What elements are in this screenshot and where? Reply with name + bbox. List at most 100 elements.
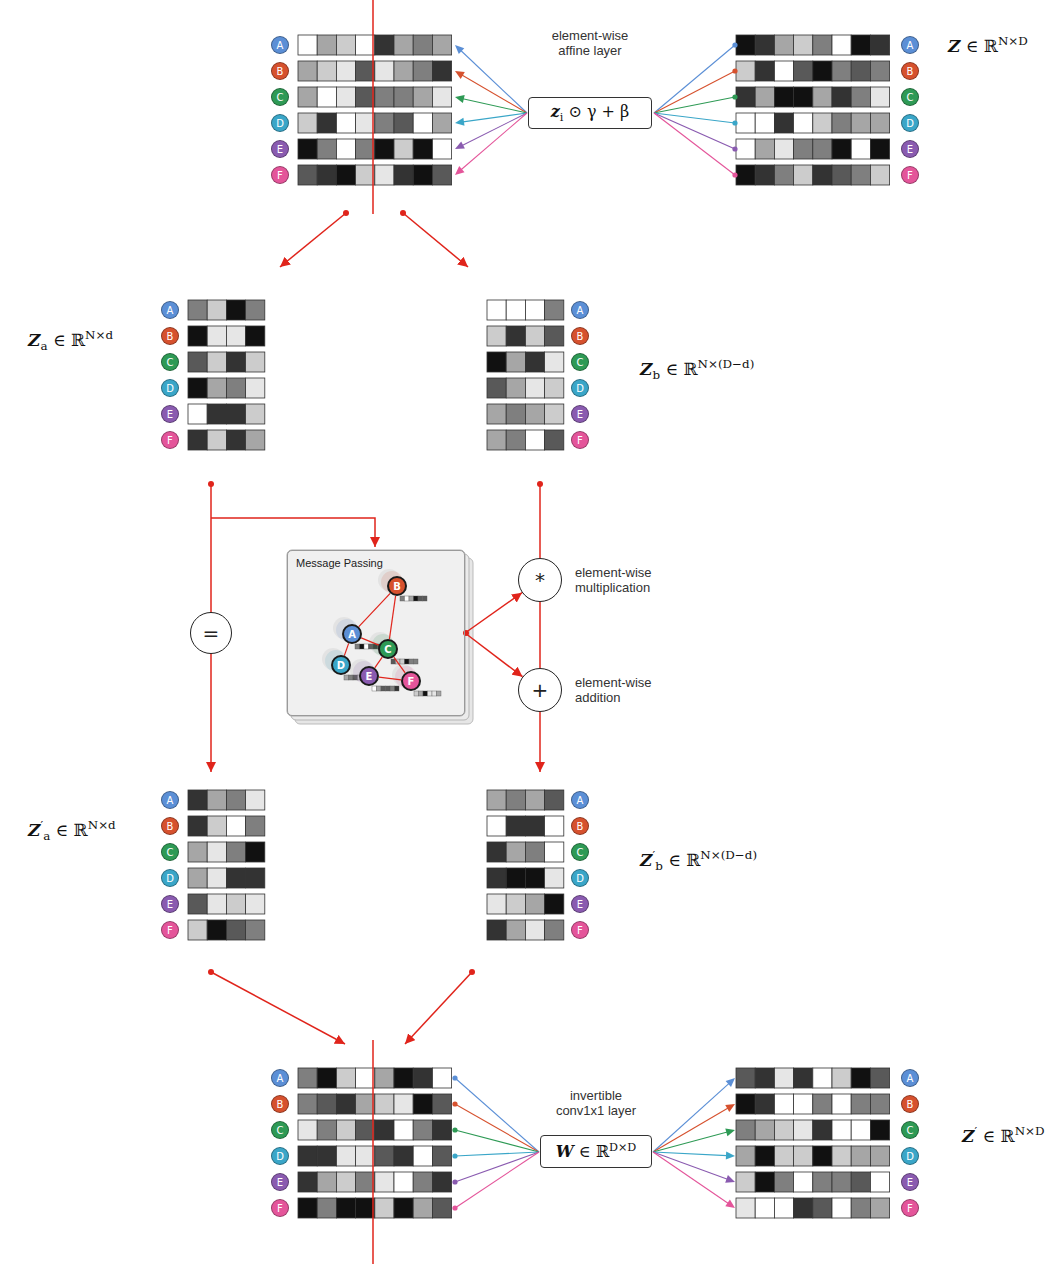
- feature-bar: [360, 644, 365, 649]
- arrow-head: [455, 141, 465, 149]
- matrix-cell: [188, 920, 207, 940]
- row-label-circle: D: [571, 379, 589, 397]
- matrix-cell: [336, 35, 355, 55]
- matrix-cell: [356, 139, 375, 159]
- split-line: [372, 1040, 374, 1264]
- matrix-cell: [813, 61, 832, 81]
- matrix-cell: [870, 113, 889, 133]
- dot: [400, 210, 406, 216]
- row-arrow: [654, 113, 735, 175]
- math-part: ∈ ℝ: [48, 330, 86, 350]
- matrix-cell: [336, 139, 355, 159]
- dot: [452, 1205, 457, 1210]
- red-dots: [208, 210, 543, 975]
- matrix-cell: [413, 165, 432, 185]
- matrix-cell: [298, 1172, 317, 1192]
- operator-circle: =: [190, 612, 232, 654]
- node-letter: D: [576, 383, 584, 394]
- panel-title: Message Passing: [296, 557, 383, 569]
- matrix-cell: [832, 87, 851, 107]
- feature-bar: [409, 659, 414, 664]
- matrix-cell: [794, 1146, 813, 1166]
- math-part: ′: [652, 848, 655, 862]
- flow-arrow: [405, 972, 472, 1044]
- node-letter: B: [907, 1099, 914, 1110]
- matrix-cell: [394, 113, 413, 133]
- matrix-cell: [413, 61, 432, 81]
- matrix-cell: [774, 165, 793, 185]
- matrix-cell: [506, 920, 525, 940]
- row-label-circle: B: [571, 817, 589, 835]
- matrix-cell: [832, 1172, 851, 1192]
- graph-node: D: [331, 655, 351, 675]
- matrix-cell: [545, 816, 564, 836]
- matrix-cell: [832, 35, 851, 55]
- matrix-cell: [394, 1146, 413, 1166]
- matrix-cell: [487, 300, 506, 320]
- math-part: Z: [640, 850, 652, 870]
- matrix-cell: [755, 1068, 774, 1088]
- matrix-cell: [813, 1120, 832, 1140]
- matrix-cell: [188, 352, 207, 372]
- matrix-cell: [545, 842, 564, 862]
- matrix-cell: [413, 139, 432, 159]
- arrow-head: [455, 166, 465, 175]
- row-label-circle: F: [571, 921, 589, 939]
- node-letter: C: [277, 1125, 284, 1136]
- matrix-dimension: Z′ ∈ ℝN×D: [962, 1124, 1045, 1146]
- node-letter: E: [907, 144, 913, 155]
- matrix-cell: [870, 61, 889, 81]
- matrix-cell: [317, 87, 336, 107]
- row-label-circle: C: [161, 353, 179, 371]
- matrix-cell: [736, 35, 755, 55]
- row-label-circle: E: [901, 1173, 919, 1191]
- arrow-head: [726, 1152, 735, 1160]
- matrix-cell: [736, 61, 755, 81]
- matrix-cell: [226, 894, 245, 914]
- matrix-cell: [755, 1120, 774, 1140]
- matrix-cell: [207, 378, 226, 398]
- matrix-cell: [545, 790, 564, 810]
- matrix-cell: [317, 1120, 336, 1140]
- matrix-cell: [188, 300, 207, 320]
- dot: [537, 481, 543, 487]
- arrow-head: [725, 1175, 735, 1183]
- matrix-cell: [832, 1068, 851, 1088]
- dot: [343, 210, 349, 216]
- matrix-cell: [851, 1172, 870, 1192]
- graph-node: A: [342, 624, 362, 644]
- matrix-cell: [487, 352, 506, 372]
- dot: [732, 42, 737, 47]
- feature-bar: [419, 691, 424, 696]
- matrix-cell: [246, 790, 265, 810]
- matrix-cell: [246, 842, 265, 862]
- red-flow: [211, 0, 540, 1264]
- row-label-circle: D: [271, 114, 289, 132]
- node-letter: C: [384, 644, 391, 655]
- feature-bar: [405, 659, 410, 664]
- feature-bar: [423, 596, 428, 601]
- feature-bar: [414, 596, 419, 601]
- matrix-cell: [813, 87, 832, 107]
- row-label-circle: F: [901, 1199, 919, 1217]
- row-arrow: [654, 97, 735, 113]
- layer-box: element-wise affine layerzi ⊙ γ + β: [528, 97, 652, 129]
- matrix-cell: [870, 1146, 889, 1166]
- matrix-cell: [736, 139, 755, 159]
- matrix-cell: [432, 1094, 451, 1114]
- matrix-cell: [336, 113, 355, 133]
- matrix-dimension: Z′a ∈ ℝN×d: [28, 818, 116, 843]
- matrix-cell: [736, 1120, 755, 1140]
- node-letter: F: [277, 170, 283, 181]
- matrix-cell: [755, 139, 774, 159]
- matrix-cell: [394, 61, 413, 81]
- row-label-circle: D: [571, 869, 589, 887]
- row-label-circle: A: [571, 301, 589, 319]
- row-label-circle: A: [571, 791, 589, 809]
- node-letter: A: [577, 795, 584, 806]
- flow-arrow: [211, 518, 375, 547]
- matrix-cell: [188, 868, 207, 888]
- graph-decoration: [322, 569, 441, 696]
- row-arrow: [653, 1152, 728, 1203]
- flow-arrow: [280, 213, 346, 267]
